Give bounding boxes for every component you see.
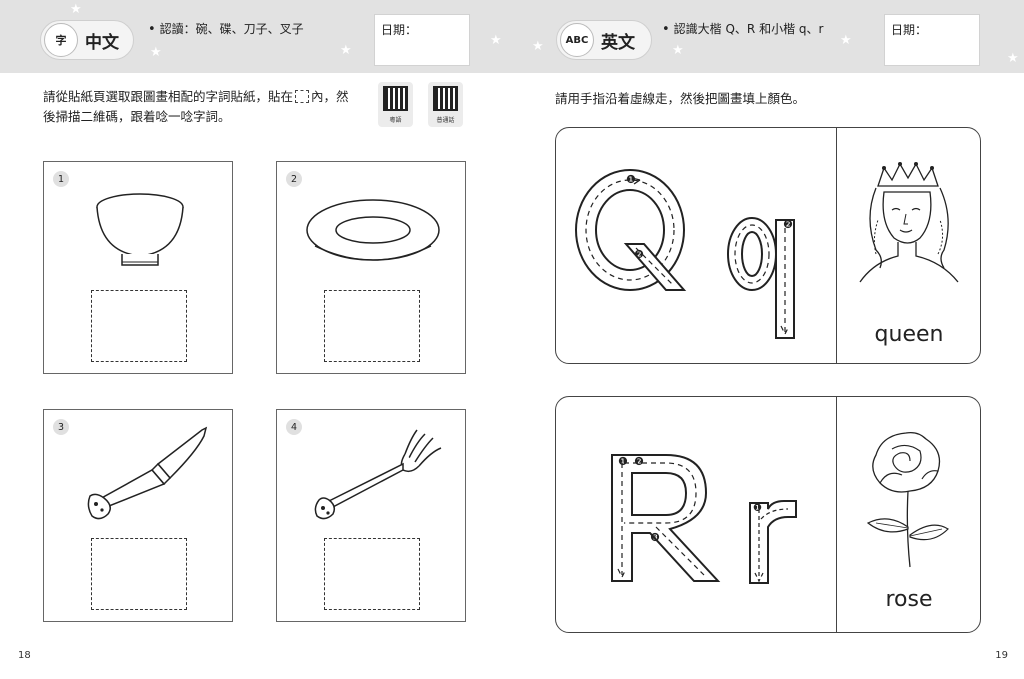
picture-card-bowl: 1 xyxy=(43,161,233,374)
date-field[interactable]: 日期： xyxy=(374,14,470,66)
task-text: •認識大楷 Q、R 和小楷 q、r xyxy=(662,22,824,37)
subject-title: 中文 xyxy=(85,32,119,53)
sticker-box-icon xyxy=(295,90,310,103)
star-decoration-icon: ★ xyxy=(340,43,352,58)
stroke-order-marker: ❷ xyxy=(783,218,793,231)
lowercase-q-tracing[interactable] xyxy=(726,216,796,346)
sticker-drop-zone[interactable] xyxy=(324,290,420,362)
knife-icon xyxy=(87,426,208,520)
word-label: rose xyxy=(885,587,933,612)
queen-icon xyxy=(859,162,959,283)
stroke-order-marker: ❶ xyxy=(626,173,636,186)
task-text: •認讀：碗、碟、刀子、叉子 xyxy=(148,22,304,37)
abc-letters-icon: ABC xyxy=(560,23,594,57)
stroke-order-marker: ❶ xyxy=(618,455,628,468)
stroke-order-marker: ❷ xyxy=(634,455,644,468)
card-number: 4 xyxy=(286,419,302,435)
right-header: ★ ★ ★ ★ ABC 英文 •認識大楷 Q、R 和小楷 q、r 日期： xyxy=(512,0,1024,73)
subject-badge: 字 中文 xyxy=(40,20,134,60)
uppercase-q-tracing[interactable] xyxy=(574,168,704,298)
subject-badge: ABC 英文 xyxy=(556,20,652,60)
picture-card-plate: 2 xyxy=(276,161,466,374)
qr-code-icon xyxy=(383,86,408,111)
star-decoration-icon: ★ xyxy=(672,43,684,58)
left-page: ★ ★ ★ ★ 字 中文 •認讀：碗、碟、刀子、叉子 日期： 請從貼紙頁選取跟圖… xyxy=(0,0,512,661)
fork-icon xyxy=(314,429,442,520)
page-number: 18 xyxy=(18,650,31,661)
lowercase-r-tracing[interactable] xyxy=(748,497,804,587)
instruction-text: 請從貼紙頁選取跟圖畫相配的字詞貼紙，貼在內，然 後掃描二維碼，跟着唸一唸字詞。 xyxy=(43,89,349,124)
plate-icon xyxy=(306,199,440,261)
picture-card-knife: 3 xyxy=(43,409,233,622)
star-decoration-icon: ★ xyxy=(1007,51,1019,66)
qr-code-cantonese[interactable]: 粵語 xyxy=(378,82,413,127)
card-number: 2 xyxy=(286,171,302,187)
letter-card-r: ❶ ❷ ❸ ❶ rose xyxy=(555,396,981,633)
star-decoration-icon: ★ xyxy=(532,39,544,54)
star-decoration-icon: ★ xyxy=(70,2,82,17)
bowl-icon xyxy=(96,193,184,266)
uppercase-r-tracing[interactable] xyxy=(610,453,721,583)
left-header: ★ ★ ★ ★ 字 中文 •認讀：碗、碟、刀子、叉子 日期： xyxy=(0,0,512,73)
instruction-text: 請用手指沿着虛線走，然後把圖畫填上顏色。 xyxy=(555,91,806,106)
pencil-chinese-char-icon: 字 xyxy=(44,23,78,57)
card-divider xyxy=(836,397,837,632)
stroke-order-marker: ❸ xyxy=(650,531,660,544)
date-field[interactable]: 日期： xyxy=(884,14,980,66)
star-decoration-icon: ★ xyxy=(150,45,162,60)
page-number: 19 xyxy=(995,650,1008,661)
star-decoration-icon: ★ xyxy=(490,33,502,48)
sticker-drop-zone[interactable] xyxy=(91,290,187,362)
picture-card-fork: 4 xyxy=(276,409,466,622)
letter-card-q: ❶ ❷ ❷ queen xyxy=(555,127,981,364)
right-page: ★ ★ ★ ★ ABC 英文 •認識大楷 Q、R 和小楷 q、r 日期： 請用手… xyxy=(512,0,1024,679)
stroke-order-marker: ❶ xyxy=(753,503,762,514)
subject-title: 英文 xyxy=(601,32,635,53)
sticker-drop-zone[interactable] xyxy=(91,538,187,610)
card-divider xyxy=(836,128,837,363)
qr-code-mandarin[interactable]: 普通話 xyxy=(428,82,463,127)
rose-icon xyxy=(866,431,949,568)
qr-code-icon xyxy=(433,86,458,111)
star-decoration-icon: ★ xyxy=(840,33,852,48)
word-label: queen xyxy=(874,322,944,347)
card-number: 3 xyxy=(53,419,69,435)
card-number: 1 xyxy=(53,171,69,187)
sticker-drop-zone[interactable] xyxy=(324,538,420,610)
stroke-order-marker: ❷ xyxy=(634,248,644,261)
